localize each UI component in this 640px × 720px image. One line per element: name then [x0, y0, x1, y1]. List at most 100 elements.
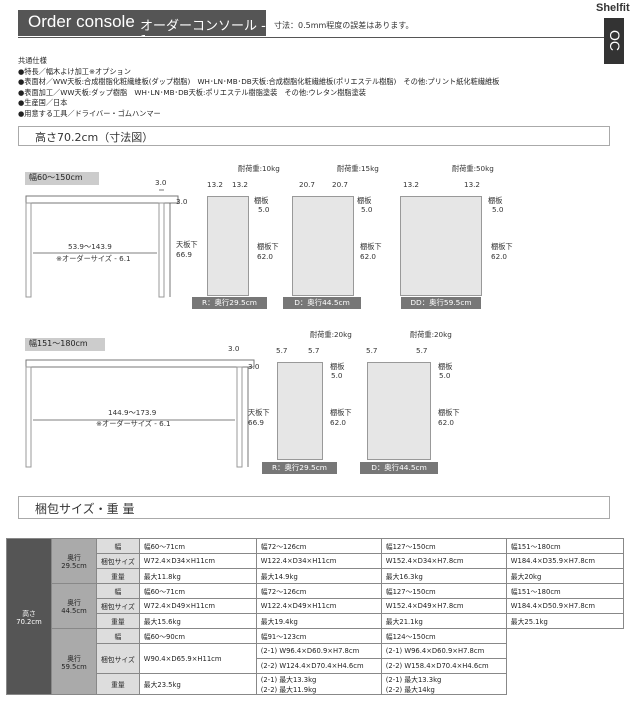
below-shelf-label: 棚板下 — [438, 408, 460, 417]
table-cell: 幅127～150cm — [380, 583, 507, 599]
table-cell: 幅72～126cm — [255, 583, 382, 599]
table-cell: W152.4×D34×H7.8cm — [380, 553, 507, 569]
section-dimensions-label: 高さ70.2cm（寸法図） — [35, 131, 154, 144]
offset-left-dim: 13.2 — [207, 180, 224, 189]
order-size-note: ※オーダーサイズ - 6.1 — [96, 419, 171, 428]
below-shelf-label: 棚板下 — [360, 242, 382, 251]
table-cell: (2-1) W96.4×D60.9×H7.8cm — [255, 643, 382, 659]
spec-line: ●特長／幅木よけ加工※オプション — [18, 66, 131, 76]
order-size-note: ※オーダーサイズ - 6.1 — [56, 254, 131, 263]
depth-label: 奥行 — [67, 599, 81, 607]
row-label: 重量 — [96, 613, 140, 629]
inner-width-dim: 144.9～173.9 — [108, 408, 157, 417]
under-top-label: 天板下 — [248, 408, 270, 417]
depth-value: 44.5cm — [61, 607, 87, 615]
table-row: 奥行 44.5cm 幅 幅60～71cm 幅72～126cm 幅127～150c… — [7, 583, 624, 629]
desk-front-view — [25, 189, 179, 298]
shelf-label: 棚板 — [330, 362, 345, 371]
height-header: 高さ 70.2cm — [6, 538, 52, 695]
weight-part: (2-1) 最大13.3kg — [260, 676, 317, 684]
side-tab-label: OC — [607, 30, 623, 51]
side-panel-d — [367, 362, 431, 460]
table-row: 重量 最大11.8kg 最大14.9kg 最大16.3kg 最大20kg — [7, 568, 624, 584]
depth-tag: D：奥行44.5cm — [360, 462, 438, 474]
table-cell: 幅151～180cm — [505, 538, 624, 554]
offset-right-dim: 20.7 — [332, 180, 349, 189]
shelf-gap-dim: 5.0 — [439, 371, 451, 380]
section-package: 梱包サイズ・重 量 — [18, 496, 610, 519]
under-top-label: 天板下 — [176, 240, 198, 249]
top-thickness-dim: 3.0 — [248, 362, 260, 371]
shelf-gap-dim: 5.0 — [361, 205, 373, 214]
load-capacity: 耐荷重:20kg — [310, 330, 352, 339]
shelf-label: 棚板 — [357, 196, 372, 205]
title-bar: Order console オーダーコンソール - 1 — [18, 10, 266, 49]
package-table: 高さ 70.2cm 奥行 29.5cm 幅 幅60～71cm 幅72～126cm… — [6, 538, 624, 695]
table-cell: 最大14.9kg — [255, 568, 382, 584]
shelf-gap-dim: 5.0 — [492, 205, 504, 214]
table-row: 高さ 70.2cm 奥行 29.5cm 幅 幅60～71cm 幅72～126cm… — [6, 538, 624, 695]
offset-right-dim: 13.2 — [464, 180, 481, 189]
depth-value: 59.5cm — [61, 662, 87, 671]
offset-left-dim: 13.2 — [403, 180, 420, 189]
table-cell: W122.4×D49×H11cm — [255, 598, 382, 614]
table-cell: (2-1) W96.4×D60.9×H7.8cm — [380, 643, 507, 659]
table-cell: W152.4×D49×H7.8cm — [380, 598, 507, 614]
side-panel-d — [292, 196, 354, 296]
top-thickness-dim: 3.0 — [176, 197, 188, 206]
shelf-gap-dim: 5.0 — [258, 205, 270, 214]
row-label: 幅 — [96, 628, 140, 644]
shelf-label: 棚板 — [254, 196, 269, 205]
height-value: 70.2cm — [16, 617, 42, 626]
table-cell: 幅91～123cm — [255, 628, 382, 644]
specs-heading: 共通仕様 — [18, 56, 47, 65]
table-cell: W184.4×D35.9×H7.8cm — [505, 553, 624, 569]
depth-tag: D：奥行44.5cm — [283, 297, 361, 309]
side-panel-r — [207, 196, 249, 296]
table-cell: 最大11.8kg — [138, 568, 257, 584]
table-cell: 幅60～71cm — [138, 538, 257, 554]
weight-part: (2-1) 最大13.3kg — [385, 676, 442, 684]
row-label: 重量 — [96, 673, 140, 695]
spec-line: ●用意する工具／ドライバー・ゴムハンマー — [18, 108, 161, 118]
table-row: 梱包サイズ W72.4×D49×H11cm W122.4×D49×H11cm W… — [7, 598, 624, 614]
row-label: 梱包サイズ — [96, 598, 140, 614]
side-panel-dd — [400, 196, 482, 296]
table-cell: 最大21.1kg — [380, 613, 507, 629]
table-cell: 最大20kg — [505, 568, 624, 584]
width-tag: 幅60～150cm — [25, 172, 99, 185]
table-cell: 最大16.3kg — [380, 568, 507, 584]
offset-left-dim: 5.7 — [366, 346, 378, 355]
table-cell: 幅151～180cm — [505, 583, 624, 599]
depth-label: 奥行 — [67, 554, 81, 562]
load-capacity: 耐荷重:50kg — [452, 164, 494, 173]
empty-cell — [506, 628, 624, 695]
shelf-label: 棚板 — [438, 362, 453, 371]
depth-label: 奥行 — [67, 654, 81, 663]
below-shelf-value: 62.0 — [438, 418, 455, 427]
below-shelf-value: 62.0 — [330, 418, 347, 427]
table-cell: 最大15.6kg — [138, 613, 257, 629]
table-cell: 幅124～150cm — [380, 628, 507, 644]
weight-part: (2-2) 最大11.9kg — [260, 686, 317, 694]
table-cell: (2-1) 最大13.3kg (2-2) 最大11.9kg — [255, 673, 382, 695]
table-cell: W122.4×D34×H11cm — [255, 553, 382, 569]
offset-right-dim: 13.2 — [232, 180, 249, 189]
table-cell: (2-2) W124.4×D70.4×H4.6cm — [255, 658, 382, 674]
row-label: 梱包サイズ — [96, 643, 140, 674]
spec-line: ●表面加工／WW天板:ダップ樹脂 WH･LN･MB･DB天板:ポリエステル樹脂塗… — [18, 87, 366, 97]
table-cell: W72.4×D34×H11cm — [138, 553, 257, 569]
section-dimensions: 高さ70.2cm（寸法図） — [18, 126, 610, 146]
table-cell: (2-1) 最大13.3kg (2-2) 最大14kg — [380, 673, 507, 695]
below-shelf-value: 62.0 — [491, 252, 508, 261]
weight-part: (2-2) 最大14kg — [385, 686, 435, 694]
row-label: 梱包サイズ — [96, 553, 140, 569]
table-cell: 幅127～150cm — [380, 538, 507, 554]
table-cell: W184.4×D50.9×H7.8cm — [505, 598, 624, 614]
depth-header: 奥行 29.5cm — [51, 538, 97, 584]
table-cell: W72.4×D49×H11cm — [138, 598, 257, 614]
below-shelf-label: 棚板下 — [257, 242, 279, 251]
offset-left-dim: 5.7 — [276, 346, 288, 355]
offset-right-dim: 5.7 — [416, 346, 428, 355]
leg-width-dim: 3.0 — [155, 178, 167, 187]
